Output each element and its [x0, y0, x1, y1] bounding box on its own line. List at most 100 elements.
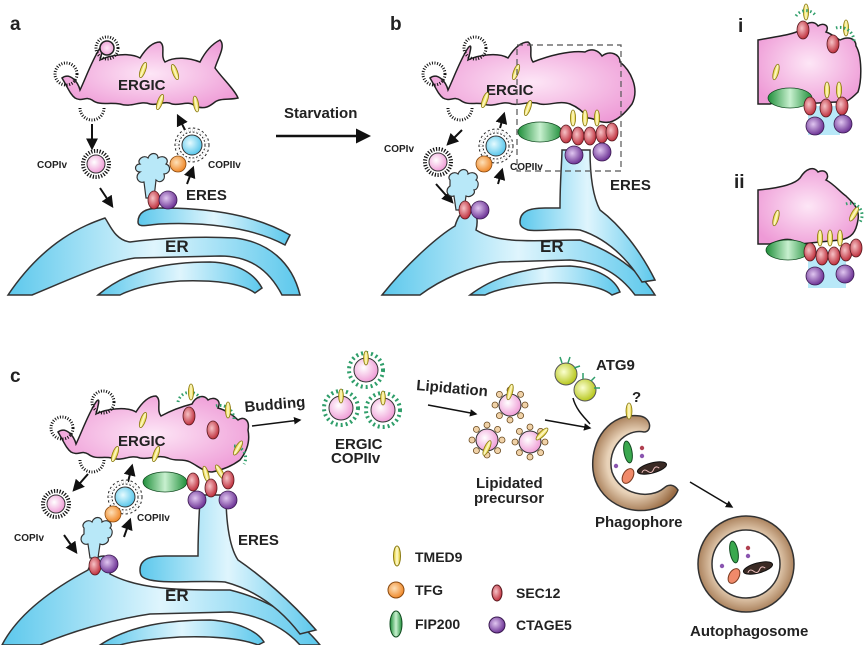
tmed9-icon: [824, 81, 830, 99]
copi-vesicle-icon: [423, 147, 453, 177]
copii-vesicle-label: COPIIv: [208, 160, 241, 171]
panel-label-a: a: [10, 14, 21, 35]
zoom-region-box: [516, 44, 622, 172]
er-inner-sheet: [98, 619, 266, 645]
copi-vesicle-label: COPIv: [384, 144, 414, 155]
copi-coat: [49, 415, 75, 441]
legend-sec12-icon: [491, 584, 503, 602]
to-autophagosome-arrow: [689, 481, 734, 508]
sec12-icon: [819, 98, 833, 118]
copi-coat: [90, 389, 116, 415]
panel-label-b: b: [390, 14, 402, 35]
copi-coat: [78, 107, 106, 122]
ergic-label: ERGIC: [118, 433, 166, 450]
er-membrane: [6, 217, 301, 296]
phagophore-membrane: [592, 414, 679, 512]
ergic-copii-label-line2: COPIIv: [331, 450, 381, 467]
legend-tfg-icon: [387, 581, 405, 599]
arrow-copi-to-er: [63, 534, 78, 554]
tmed9-icon: [803, 3, 809, 21]
ergic-compartment: [57, 395, 250, 473]
legend: TMED9 TFG SEC12 FIP200 CTAGE5: [387, 545, 572, 638]
tmed9-icon: [817, 229, 823, 247]
tmed9-icon: [625, 402, 633, 420]
ctage5-icon: [99, 554, 119, 574]
ctage5-icon: [805, 116, 825, 136]
er-membrane: [380, 209, 657, 296]
arrow-ergic-to-copi: [72, 473, 89, 492]
sec12-icon: [559, 124, 573, 144]
tmed9-icon: [836, 81, 842, 99]
tmed9-icon: [570, 109, 576, 127]
legend-label-sec12: SEC12: [516, 585, 561, 601]
tmed9-icon: [187, 383, 195, 401]
copii-coat: [835, 25, 856, 43]
ctage5-icon: [187, 490, 207, 510]
ctage5-icon: [158, 190, 178, 210]
fip200-icon: [765, 239, 811, 261]
copi-coat: [462, 35, 488, 61]
copii-vesicle-label: COPIIv: [137, 513, 170, 524]
er-label: ER: [165, 586, 189, 605]
sec12-icon: [186, 472, 200, 492]
panel-label-i: i: [738, 16, 743, 37]
lipidated-label-line1: Lipidated: [476, 475, 543, 492]
copi-coat: [94, 35, 120, 61]
starvation-label: Starvation: [284, 105, 357, 122]
copi-coat: [446, 107, 474, 122]
arrow-copii-to-ergic: [495, 111, 508, 129]
cargo-icon: [613, 439, 669, 486]
ergic-copii-vesicle-icon: [347, 349, 385, 389]
ergic-copii-label-line1: ERGIC: [335, 436, 383, 453]
er-eres-stalk: [519, 149, 657, 283]
ergic-label: ERGIC: [486, 82, 534, 99]
legend-ctage5-icon: [488, 616, 506, 634]
budding-label: Budding: [244, 394, 306, 416]
arrow-eres-to-copii: [121, 517, 133, 538]
er-inner-sheet: [467, 265, 621, 296]
copii-vesicle-icon: [177, 130, 207, 160]
sec12-icon: [815, 246, 829, 266]
arrow-eres-to-copii: [184, 165, 196, 185]
sec12-icon: [88, 556, 102, 576]
atg9-label: ATG9: [596, 357, 635, 374]
eres-label: ERES: [610, 177, 651, 194]
ctage5-icon: [833, 114, 853, 134]
fip200-icon: [517, 121, 563, 143]
budding-arrow: [251, 417, 302, 427]
autophagosome-label: Autophagosome: [690, 623, 808, 640]
er-membrane: [1, 555, 321, 645]
eres-label: ERES: [186, 187, 227, 204]
eres-tubules: [80, 516, 113, 559]
copii-coat: [794, 9, 818, 17]
lipidated-vesicle-icon: [511, 423, 549, 461]
arrow-copi-to-er: [99, 187, 114, 208]
tfg-icon: [169, 155, 187, 173]
arrow-copi-to-er: [435, 183, 454, 204]
eres-label: ERES: [238, 532, 279, 549]
ctage5-icon: [835, 264, 855, 284]
atg9-vesicle-icon: [573, 373, 600, 402]
legend-label-tfg: TFG: [415, 582, 443, 598]
question-mark: ?: [632, 389, 641, 406]
ergic-bud: [99, 40, 115, 56]
copi-vesicle-label: COPIv: [14, 533, 44, 544]
atg9-merge-line: [572, 397, 591, 425]
legend-tmed9-icon: [393, 545, 401, 567]
copi-vesicle-icon: [41, 489, 71, 519]
tmed9-icon: [827, 229, 833, 247]
er-eres-stalk: [139, 494, 318, 635]
copii-coat: [233, 444, 248, 465]
atg9-vesicle-icon: [554, 356, 581, 386]
ctage5-icon: [592, 142, 612, 162]
sec12-icon: [206, 420, 220, 440]
ergic-label: ERGIC: [118, 77, 166, 94]
copi-vesicle-icon: [81, 149, 111, 179]
tmed9-icon: [224, 401, 232, 419]
legend-fip200-icon: [389, 610, 403, 638]
copi-coat: [53, 61, 79, 87]
panel-label-c: c: [10, 366, 21, 387]
ctage5-icon: [805, 266, 825, 286]
ctage5-icon: [470, 200, 490, 220]
